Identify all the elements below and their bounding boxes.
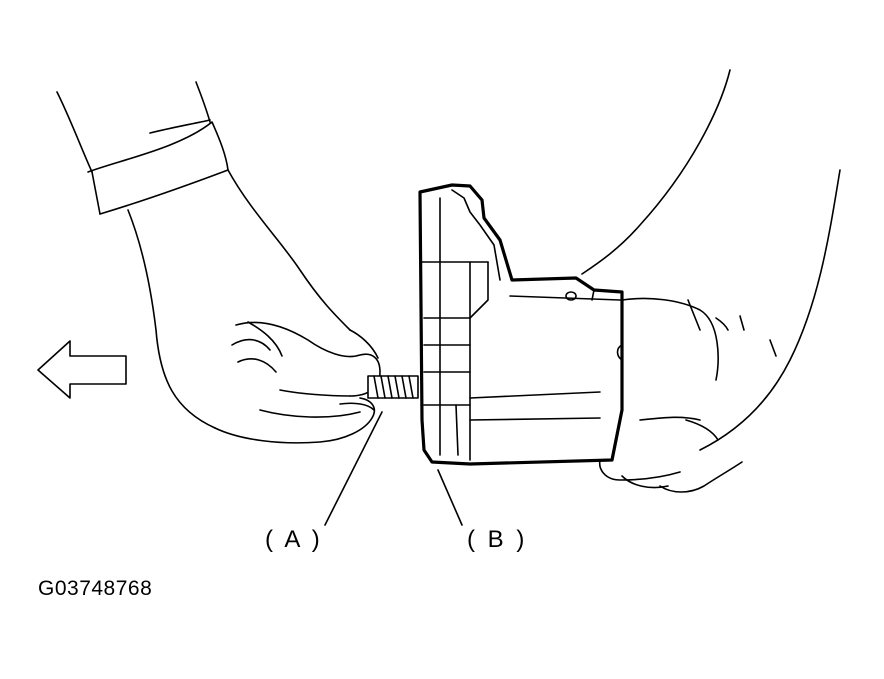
- bolt-a: [367, 375, 419, 399]
- callout-a: ( A ): [265, 526, 323, 553]
- pull-direction-arrow: [37, 340, 127, 399]
- leader-line-a: [324, 411, 383, 526]
- housing-b: [418, 183, 624, 466]
- leader-line-b: [437, 469, 463, 526]
- figure-reference-code: G03748768: [38, 577, 153, 600]
- callout-b: ( B ): [467, 526, 527, 553]
- right-hand: [581, 69, 841, 493]
- left-hand: [56, 81, 381, 444]
